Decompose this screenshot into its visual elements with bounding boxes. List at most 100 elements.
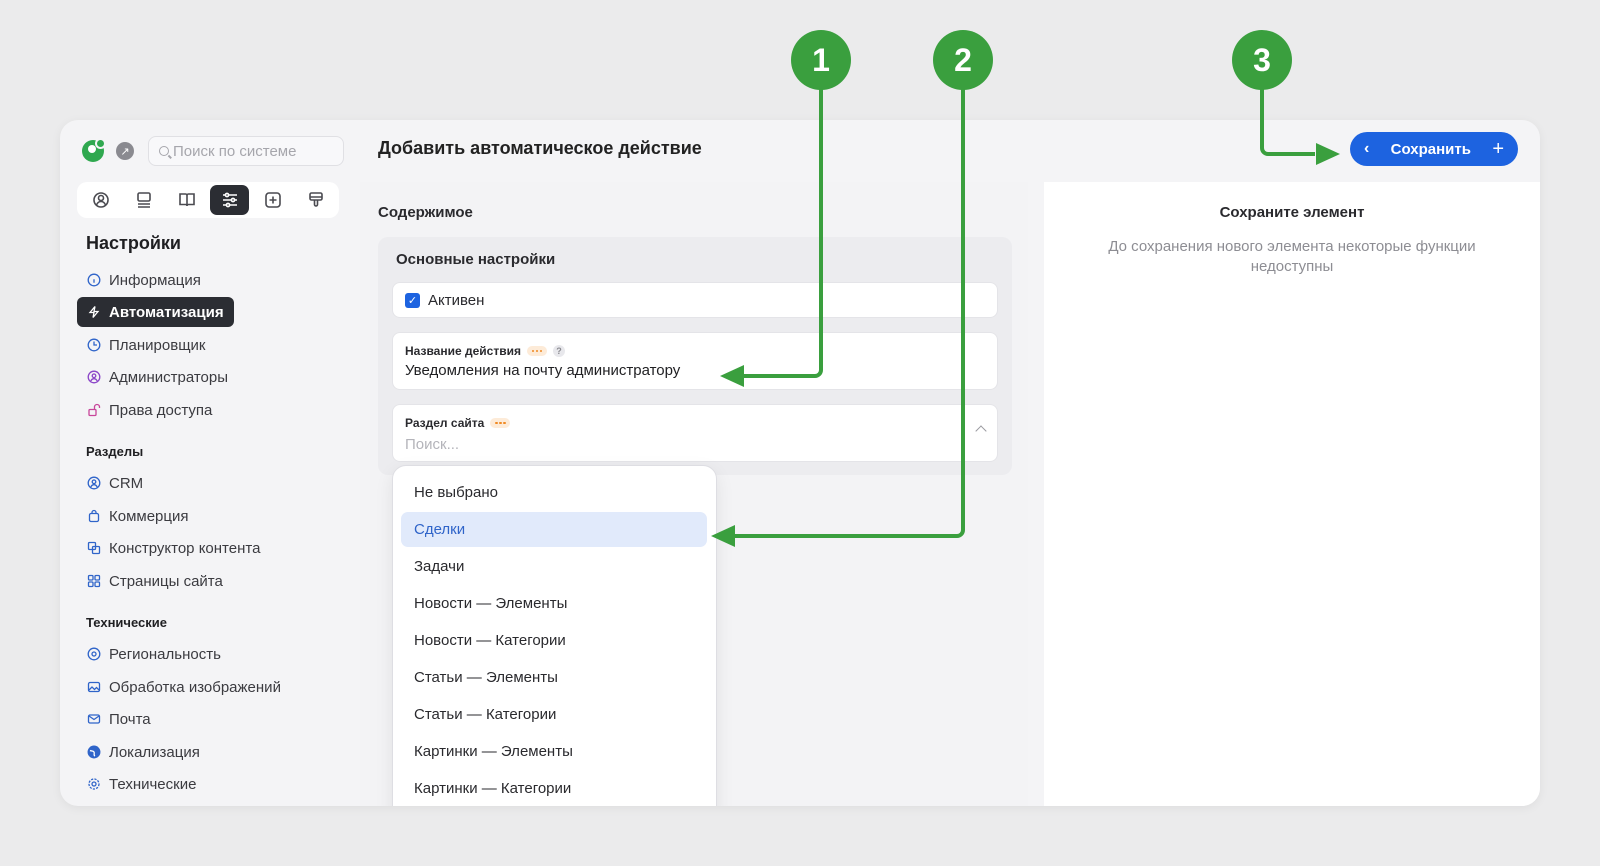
logo-icon[interactable] [82, 138, 106, 162]
sidebar-item-label: Почта [109, 710, 151, 728]
sidebar-item-admins[interactable]: Администраторы [77, 362, 238, 392]
dropdown-option[interactable]: Новости — Элементы [414, 595, 568, 612]
action-name-label-row: Название действия ? [405, 344, 565, 358]
settings-module-icon[interactable] [210, 185, 249, 215]
automation-icon [87, 305, 101, 319]
sidebar-item-regional[interactable]: Региональность [77, 639, 231, 669]
media-module-icon[interactable] [124, 185, 163, 215]
site-section-label-row: Раздел сайта [405, 416, 511, 430]
add-module-icon[interactable] [253, 185, 292, 215]
action-name-field[interactable]: Название действия ? Уведомления на почту… [392, 332, 998, 390]
technical-heading: Технические [86, 615, 167, 630]
sidebar: ↗ Поиск по системе [60, 120, 360, 806]
sidebar-item-info[interactable]: Информация [77, 265, 211, 295]
site-section-field[interactable]: Раздел сайта Поиск... [392, 404, 998, 462]
info-icon [87, 273, 101, 287]
gear-icon [87, 777, 101, 791]
site-section-search-input[interactable]: Поиск... [405, 436, 460, 453]
dropdown-option-selected[interactable]: Сделки [401, 512, 707, 547]
sidebar-item-mail[interactable]: Почта [77, 704, 161, 734]
save-button[interactable]: ‹ Сохранить + [1350, 132, 1518, 166]
book-module-icon[interactable] [167, 185, 206, 215]
right-panel-title: Сохраните элемент [1219, 204, 1365, 221]
chevron-left-icon[interactable]: ‹ [1364, 140, 1370, 157]
sidebar-item-localization[interactable]: Локализация [77, 737, 210, 767]
sidebar-item-label: Локализация [109, 743, 200, 761]
external-link-icon[interactable]: ↗ [116, 142, 134, 160]
dropdown-option[interactable]: Задачи [414, 558, 465, 575]
site-section-dropdown: Не выбрано Сделки Задачи Новости — Элеме… [392, 465, 717, 806]
chevron-up-icon[interactable] [975, 425, 987, 437]
sidebar-item-pages[interactable]: Страницы сайта [77, 566, 233, 596]
dropdown-option[interactable]: Новости — Категории [414, 632, 566, 649]
action-name-label: Название действия [405, 344, 521, 358]
right-panel: Сохраните элемент До сохранения нового э… [1044, 182, 1540, 806]
sidebar-item-label: Автоматизация [109, 303, 224, 321]
bag-icon [87, 509, 101, 523]
sidebar-item-label: Обработка изображений [109, 678, 281, 696]
sidebar-item-label: Права доступа [109, 401, 213, 419]
globe-icon [87, 745, 101, 759]
card-title: Основные настройки [396, 251, 556, 268]
app-window: ↗ Поиск по системе [60, 120, 1540, 806]
sidebar-item-automation[interactable]: Автоматизация [77, 297, 234, 327]
lock-icon [87, 403, 101, 417]
sidebar-item-label: Технические [109, 775, 197, 793]
sidebar-item-scheduler[interactable]: Планировщик [77, 330, 215, 360]
settings-heading: Настройки [86, 233, 181, 253]
section-label: Содержимое [378, 204, 473, 221]
sidebar-item-crm[interactable]: CRM [77, 468, 153, 498]
annotation-badge-3: 3 [1232, 30, 1292, 90]
sidebar-item-label: Коммерция [109, 507, 189, 525]
brush-module-icon[interactable] [296, 185, 335, 215]
dropdown-option[interactable]: Статьи — Категории [414, 706, 557, 723]
help-icon[interactable]: ? [552, 345, 565, 357]
annotation-badge-3-label: 3 [1253, 42, 1271, 78]
required-dots-icon [526, 346, 547, 356]
admin-icon [87, 370, 101, 384]
sidebar-item-commerce[interactable]: Коммерция [77, 501, 198, 531]
dropdown-option[interactable]: Не выбрано [414, 484, 498, 501]
constructor-icon [87, 541, 101, 555]
right-panel-text: До сохранения нового элемента некоторые … [1108, 238, 1476, 275]
save-button-label: Сохранить [1390, 140, 1471, 158]
main-settings-card: Основные настройки ✓ Активен Название де… [378, 237, 1012, 475]
action-name-input[interactable]: Уведомления на почту администратору [405, 362, 681, 379]
annotation-badge-2: 2 [933, 30, 993, 90]
active-checkbox-field[interactable]: ✓ Активен [392, 282, 998, 318]
crm-module-icon[interactable] [81, 185, 120, 215]
dropdown-option[interactable]: Статьи — Элементы [414, 669, 558, 686]
search-input[interactable]: Поиск по системе [148, 136, 344, 166]
module-icon-bar [77, 182, 339, 218]
sidebar-item-label: Страницы сайта [109, 572, 223, 590]
sidebar-item-constructor[interactable]: Конструктор контента [77, 533, 270, 563]
sidebar-item-technical[interactable]: Технические [77, 769, 206, 799]
mail-icon [87, 712, 101, 726]
plus-icon[interactable]: + [1492, 137, 1504, 160]
sidebar-item-label: Администраторы [109, 368, 229, 386]
search-placeholder: Поиск по системе [173, 142, 297, 160]
location-icon [87, 647, 101, 661]
sidebar-item-label: Информация [109, 271, 201, 289]
sidebar-item-label: Планировщик [109, 336, 206, 354]
crm-icon [87, 476, 101, 490]
sidebar-item-label: Региональность [109, 645, 221, 663]
grid-icon [87, 574, 101, 588]
annotation-badge-1-label: 1 [812, 42, 830, 78]
scheduler-icon [87, 338, 101, 352]
dropdown-option[interactable]: Картинки — Категории [414, 780, 572, 797]
sections-heading: Разделы [86, 444, 144, 459]
search-icon [159, 146, 169, 156]
annotation-badge-1: 1 [791, 30, 851, 90]
sidebar-item-access[interactable]: Права доступа [77, 395, 222, 425]
active-checkbox[interactable]: ✓ [405, 292, 420, 308]
dropdown-option[interactable]: Картинки — Элементы [414, 743, 573, 760]
image-icon [87, 680, 101, 694]
sidebar-item-images[interactable]: Обработка изображений [77, 672, 291, 702]
site-section-label: Раздел сайта [405, 416, 485, 430]
annotation-badge-2-label: 2 [954, 42, 972, 78]
required-dots-icon [490, 418, 511, 428]
page-title: Добавить автоматическое действие [378, 138, 702, 158]
sidebar-item-label: Конструктор контента [109, 539, 261, 557]
sidebar-top-row: ↗ Поиск по системе [82, 136, 344, 166]
